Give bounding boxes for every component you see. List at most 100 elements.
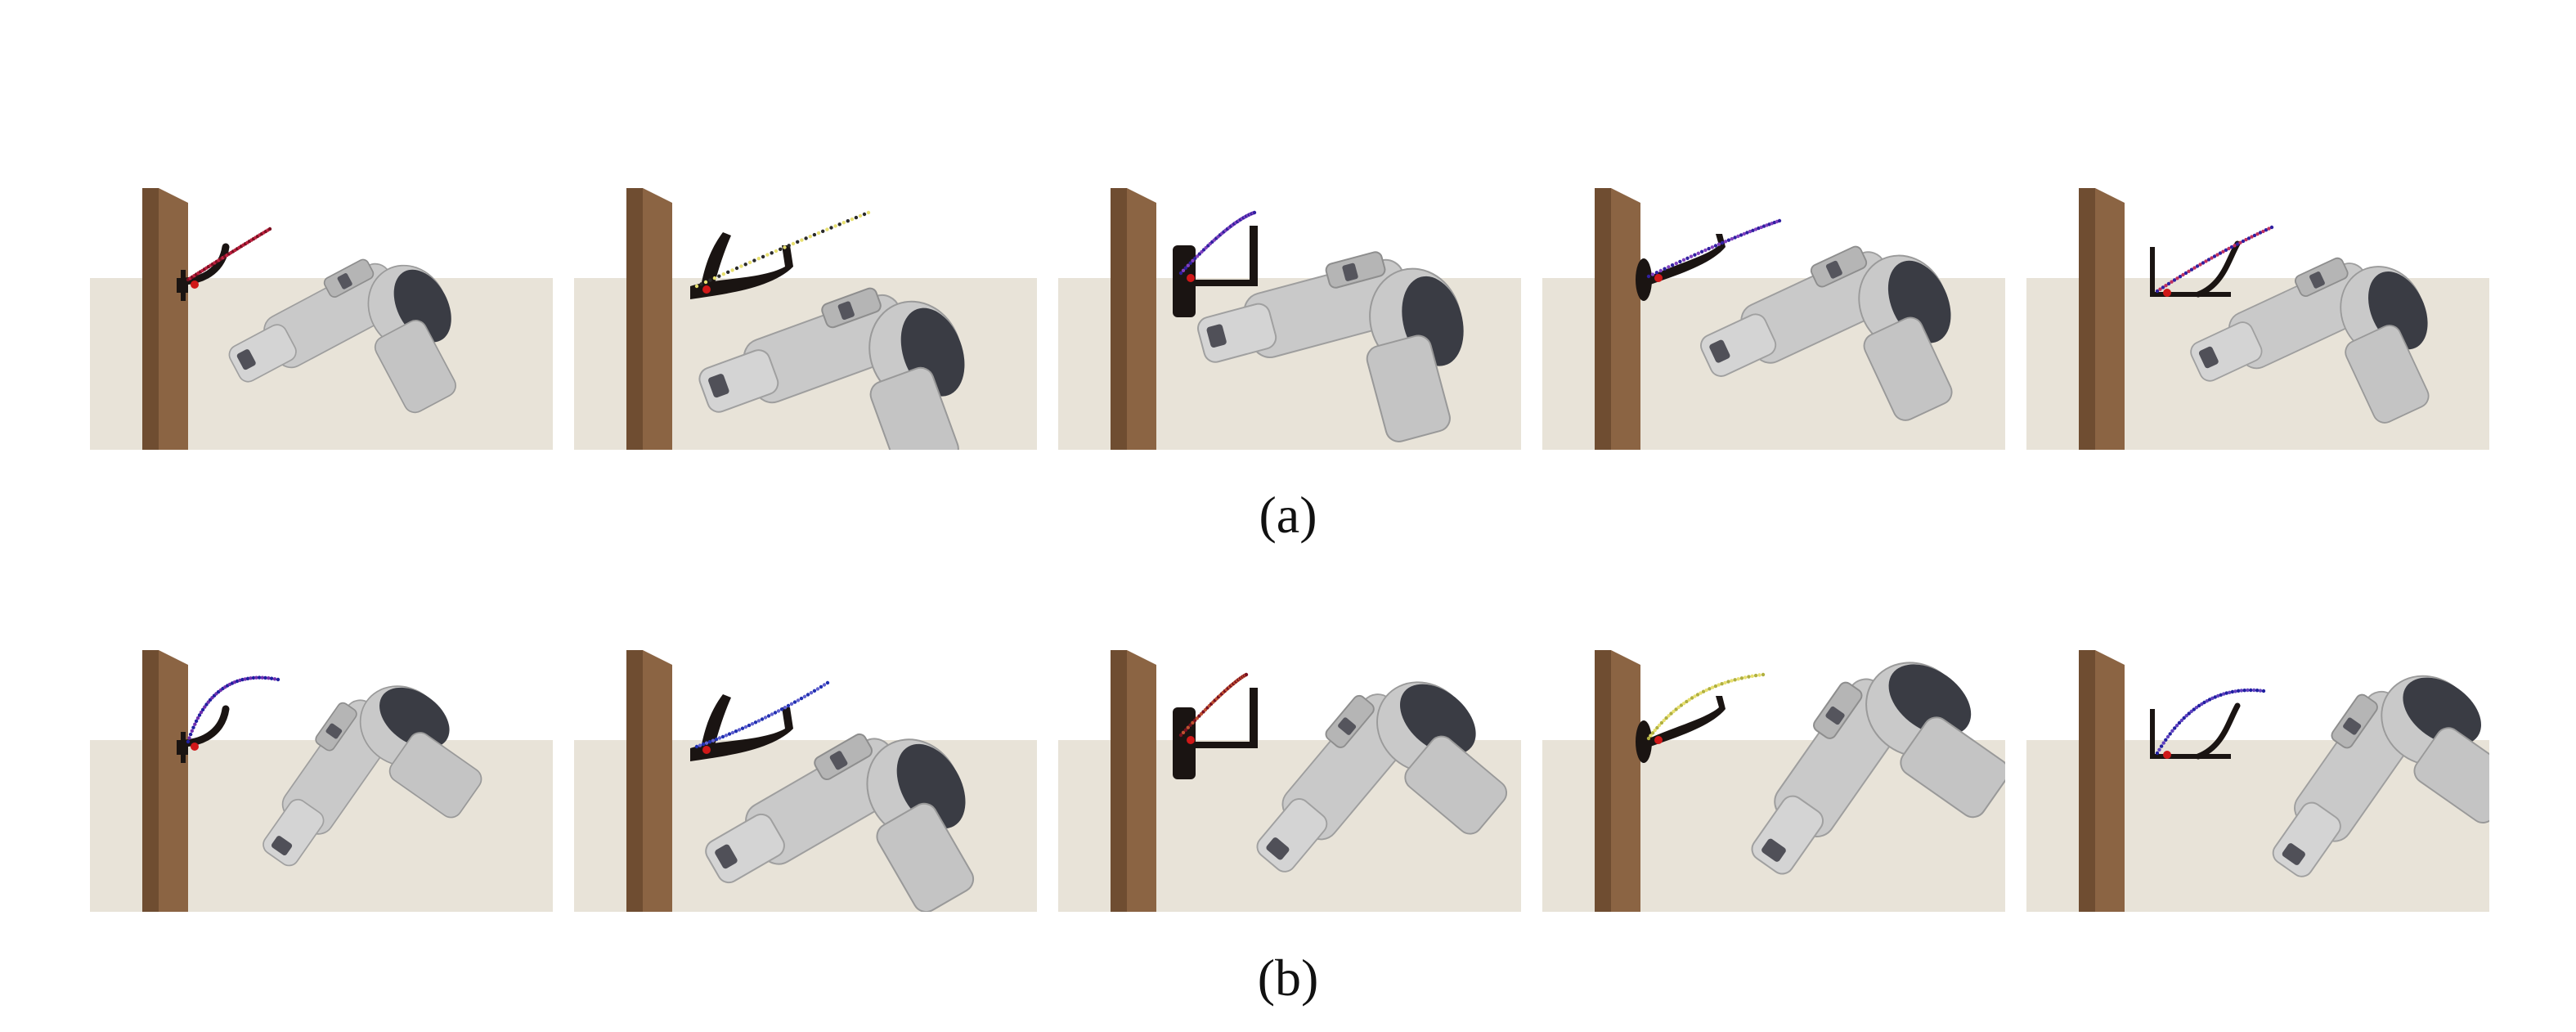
trajectory-point bbox=[1674, 261, 1678, 266]
trajectory-point bbox=[2181, 272, 2185, 277]
trajectory-point bbox=[1195, 254, 1200, 258]
trajectory-point bbox=[743, 725, 748, 729]
trajectory-point bbox=[1751, 228, 1755, 232]
hook-thin-hook bbox=[177, 705, 230, 763]
trajectory-point bbox=[2235, 242, 2240, 246]
trajectory-point bbox=[2187, 269, 2191, 273]
trajectory-point bbox=[779, 247, 783, 251]
trajectory-point bbox=[188, 732, 193, 737]
trajectory-point bbox=[1659, 720, 1664, 725]
trajectory-point bbox=[825, 680, 830, 685]
caption-a: (a) bbox=[1259, 486, 1317, 544]
trajectory-point bbox=[1650, 731, 1655, 735]
trajectory-point bbox=[819, 684, 824, 689]
trajectory-point bbox=[770, 712, 774, 716]
robot-arm bbox=[228, 258, 456, 414]
trajectory-point bbox=[2173, 726, 2177, 730]
trajectory-point bbox=[1723, 680, 1727, 685]
trajectory-point bbox=[789, 702, 794, 706]
panel-a-2 bbox=[574, 188, 1037, 450]
robot-joint-detail bbox=[1342, 262, 1358, 281]
robot-joint-detail bbox=[2343, 717, 2362, 735]
trajectory-point bbox=[747, 260, 752, 265]
robot-link-lower bbox=[1404, 735, 1508, 835]
trajectory-point bbox=[2269, 225, 2274, 230]
trajectory-point bbox=[816, 231, 821, 236]
trajectory-point bbox=[808, 235, 812, 239]
trajectory-point bbox=[1726, 238, 1731, 242]
trajectory-point bbox=[1720, 240, 1725, 245]
trajectory-point bbox=[1733, 236, 1737, 240]
scene bbox=[574, 650, 1037, 912]
robot-arm bbox=[698, 287, 965, 450]
trajectory-point bbox=[263, 675, 267, 680]
trajectory-point bbox=[267, 227, 272, 231]
trajectory-point bbox=[791, 241, 796, 246]
panel-a-1 bbox=[90, 188, 553, 450]
trajectory-point bbox=[1191, 258, 1195, 262]
trajectory-point bbox=[862, 212, 867, 217]
trajectory-point bbox=[717, 274, 721, 278]
trajectory-point bbox=[1181, 730, 1186, 734]
trajectory-point bbox=[251, 675, 256, 680]
hook-arm bbox=[1192, 688, 1258, 748]
hook-disc bbox=[1636, 720, 1652, 763]
trajectory-point bbox=[1685, 699, 1689, 704]
trajectory-point bbox=[703, 280, 708, 285]
trajectory-point bbox=[1181, 268, 1186, 272]
trajectory-point bbox=[2195, 264, 2200, 268]
trajectory-point bbox=[821, 229, 825, 233]
trajectory bbox=[1646, 218, 1782, 279]
trajectory-point bbox=[2192, 707, 2196, 711]
trajectory-point bbox=[726, 270, 730, 274]
scene bbox=[1542, 188, 2005, 450]
hook-arm bbox=[1192, 226, 1258, 286]
trajectory-point bbox=[717, 736, 722, 740]
trajectory-point bbox=[730, 730, 735, 735]
hook-arm bbox=[2195, 702, 2241, 760]
trajectory-point bbox=[1658, 268, 1663, 273]
trajectory-point bbox=[1657, 723, 1662, 728]
robot-elbow-cap bbox=[1400, 684, 1476, 755]
trajectory-point bbox=[2229, 245, 2234, 249]
trajectory-point bbox=[841, 221, 846, 225]
trajectory-point bbox=[707, 740, 712, 744]
hook-thin-hook bbox=[177, 243, 230, 301]
trajectory-point bbox=[1742, 231, 1746, 236]
trajectory-point bbox=[787, 244, 791, 248]
panel-b-1 bbox=[90, 650, 553, 912]
trajectory-point bbox=[240, 677, 245, 682]
trajectory-point bbox=[2174, 724, 2179, 728]
trajectory-point bbox=[2267, 227, 2271, 231]
trajectory bbox=[186, 675, 280, 744]
trajectory-point bbox=[812, 689, 817, 693]
trajectory-point bbox=[1655, 725, 1659, 730]
robot-elbow-cap bbox=[1888, 664, 1972, 736]
trajectory-point bbox=[776, 709, 781, 713]
hook-disc-hook bbox=[1636, 234, 1726, 301]
robot-gripper-detail bbox=[1266, 837, 1290, 860]
trajectory-point bbox=[1667, 265, 1671, 269]
trajectory-point bbox=[694, 284, 699, 289]
trajectory-point bbox=[187, 736, 191, 740]
trajectory-point bbox=[1678, 259, 1682, 264]
trajectory-point bbox=[2210, 696, 2215, 700]
trajectory-point bbox=[2237, 689, 2241, 693]
trajectory-point bbox=[800, 238, 804, 242]
trajectory-point bbox=[2224, 248, 2228, 252]
trajectory-point bbox=[2218, 251, 2223, 255]
trajectory-point bbox=[1192, 718, 1197, 723]
robot-link-lower bbox=[388, 732, 482, 819]
trajectory-point bbox=[1681, 258, 1686, 262]
trajectory-point bbox=[1653, 728, 1657, 733]
trajectory-point bbox=[2189, 267, 2194, 271]
robot-joint-detail bbox=[829, 751, 848, 770]
trajectory-point bbox=[1704, 688, 1708, 693]
trajectory-point bbox=[1197, 252, 1201, 256]
trajectory-point bbox=[734, 729, 738, 734]
trajectory-point bbox=[773, 711, 778, 715]
trajectory-point bbox=[714, 737, 719, 742]
trajectory-point bbox=[747, 723, 752, 728]
trajectory-point bbox=[756, 719, 761, 723]
robot-joint-detail bbox=[1825, 706, 1845, 725]
